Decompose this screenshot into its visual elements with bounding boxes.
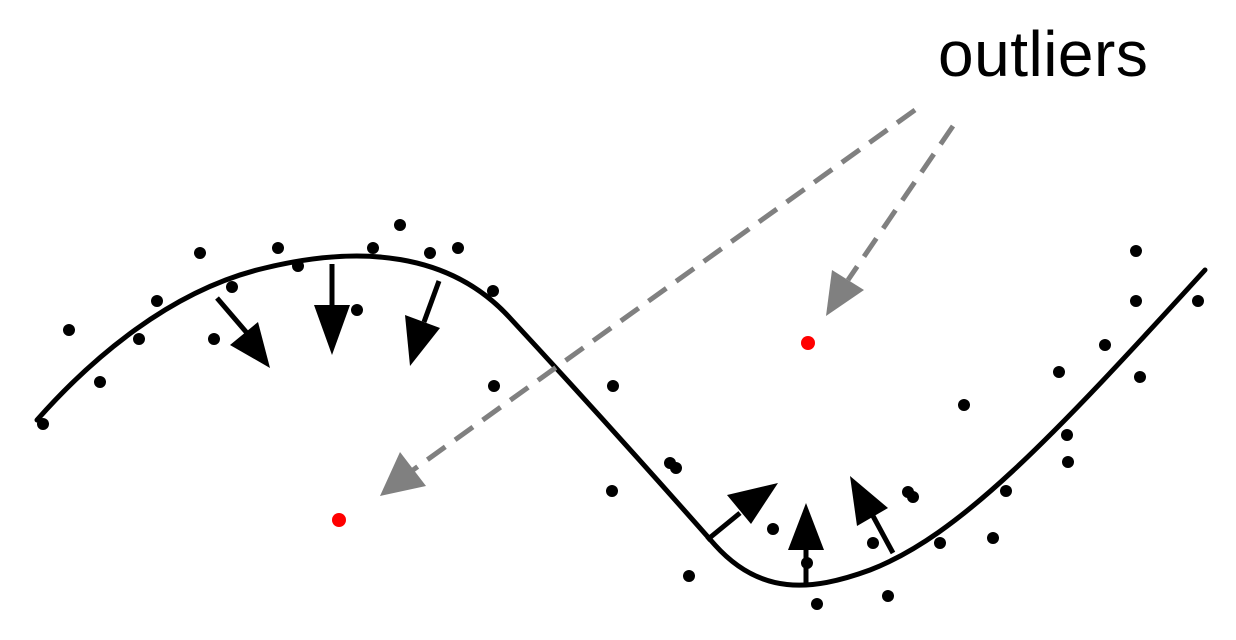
data-point [1134, 371, 1146, 383]
data-point [1000, 485, 1012, 497]
data-point [1130, 245, 1142, 257]
data-point [292, 260, 304, 272]
data-point [272, 242, 284, 254]
arrow-icon [314, 264, 350, 355]
arrow-icon [788, 503, 824, 586]
data-point [1130, 295, 1142, 307]
data-point [37, 418, 49, 430]
data-point [488, 380, 500, 392]
data-point [987, 532, 999, 544]
data-point [958, 399, 970, 411]
data-point [487, 285, 499, 297]
data-point [1053, 366, 1065, 378]
data-point [606, 485, 618, 497]
data-point [1099, 339, 1111, 351]
data-point [670, 462, 682, 474]
data-point [367, 242, 379, 254]
data-point [767, 523, 779, 535]
fitted-curve [34, 253, 1208, 588]
data-point [882, 590, 894, 602]
data-point [133, 333, 145, 345]
data-point [194, 247, 206, 259]
force-arrows [215, 264, 896, 586]
outlier-callouts [380, 107, 956, 496]
dashed-arrow-icon [826, 124, 956, 316]
data-point [452, 242, 464, 254]
outlier-point [801, 336, 815, 350]
data-point [63, 324, 75, 336]
data-point [1062, 456, 1074, 468]
data-points [37, 219, 1204, 610]
data-point [607, 380, 619, 392]
arrow-icon [705, 483, 778, 542]
data-point [683, 570, 695, 582]
dashed-arrow-icon [380, 107, 917, 496]
data-point [226, 281, 238, 293]
data-point [208, 333, 220, 345]
data-point [867, 537, 879, 549]
arrow-icon [405, 280, 442, 366]
data-point [424, 247, 436, 259]
data-point [351, 304, 363, 316]
data-point [934, 537, 946, 549]
data-point [151, 295, 163, 307]
data-point [94, 376, 106, 388]
data-point [811, 598, 823, 610]
arrow-icon [850, 476, 896, 555]
outliers-label: outliers [938, 18, 1149, 90]
arrow-icon [215, 296, 270, 368]
data-point [1192, 295, 1204, 307]
data-point [907, 491, 919, 503]
data-point [394, 219, 406, 231]
outlier-point [332, 513, 346, 527]
data-point [1061, 429, 1073, 441]
